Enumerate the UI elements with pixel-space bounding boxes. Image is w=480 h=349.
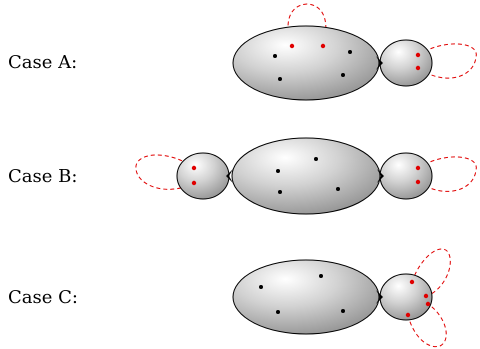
case-c-node xyxy=(376,290,383,304)
case-b-point xyxy=(336,187,340,191)
case-c-marked-point xyxy=(409,279,415,285)
case-b-point xyxy=(314,157,318,161)
case-c-point xyxy=(319,274,323,278)
case-c-marked-point xyxy=(423,293,429,299)
case-b-point xyxy=(278,190,282,194)
case-a-point xyxy=(278,77,282,81)
case-b-node-right xyxy=(377,169,384,183)
case-a-label: Case A: xyxy=(8,52,78,73)
case-b-marked-point xyxy=(415,179,421,185)
case-a-marked-point xyxy=(415,52,421,58)
case-b-right-component xyxy=(379,152,433,200)
case-b-point xyxy=(276,169,280,173)
case-c-figure xyxy=(232,248,451,348)
case-b-marked-point xyxy=(415,165,421,171)
case-c-loop-upper xyxy=(411,248,451,297)
case-a-figure xyxy=(232,3,477,101)
case-c-label: Case C: xyxy=(8,287,78,308)
case-a-point xyxy=(341,73,345,77)
case-c-point xyxy=(259,285,263,289)
case-a-marked-point xyxy=(289,43,295,49)
case-b-left-component xyxy=(176,152,230,200)
case-a-point xyxy=(273,54,277,58)
case-a-marked-point xyxy=(415,65,421,71)
case-b-node-left xyxy=(226,169,233,183)
case-a-marked-point xyxy=(320,43,326,49)
case-c-loop-lower xyxy=(407,303,447,348)
case-c-large-component xyxy=(232,259,380,335)
case-b-center-component xyxy=(231,137,381,215)
case-a-node xyxy=(376,56,383,70)
case-c-marked-point xyxy=(405,312,411,318)
case-a-large-component xyxy=(232,25,380,101)
case-a-small-component xyxy=(379,39,433,87)
case-c-marked-point xyxy=(425,301,431,307)
case-c-point xyxy=(341,309,345,313)
case-b-figure xyxy=(135,137,477,215)
case-b-marked-point xyxy=(191,180,197,186)
case-b-label: Case B: xyxy=(8,166,78,187)
case-b-marked-point xyxy=(191,165,197,171)
case-a-point xyxy=(348,50,352,54)
case-b-loop-left xyxy=(135,154,195,190)
case-c-point xyxy=(276,310,280,314)
